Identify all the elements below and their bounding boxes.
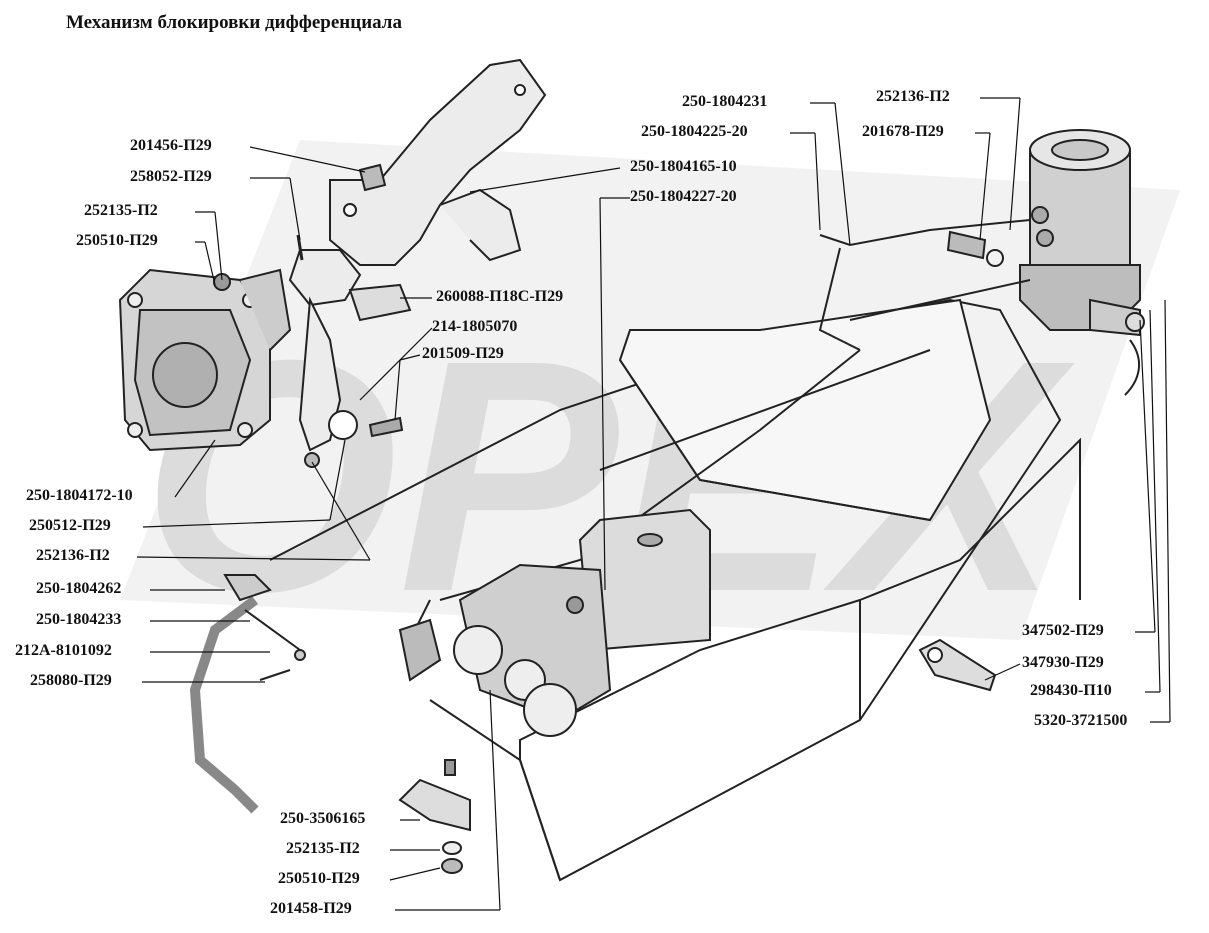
part-label-258080: 258080-П29	[30, 672, 112, 689]
part-label-258052: 258052-П29	[130, 168, 212, 185]
part-label-250-1804227-20: 250-1804227-20	[630, 188, 737, 205]
part-label-252136-b: 252136-П2	[36, 547, 110, 564]
part-label-260088: 260088-П18С-П29	[436, 288, 564, 305]
part-label-347930: 347930-П29	[1022, 654, 1104, 671]
part-label-250-1804225-20: 250-1804225-20	[641, 123, 748, 140]
lock-chamber	[118, 268, 292, 452]
part-label-250-1804233: 250-1804233	[36, 611, 122, 628]
part-label-250-1804262: 250-1804262	[36, 580, 122, 597]
part-label-252136-a: 252136-П2	[876, 88, 950, 105]
part-label-212A-8101092: 212А-8101092	[15, 642, 112, 659]
part-label-201458: 201458-П29	[270, 900, 352, 917]
panel-components	[398, 508, 711, 737]
part-label-252135-a: 252135-П2	[84, 202, 158, 219]
pedal-assembly	[288, 58, 547, 468]
part-label-201456: 201456-П29	[130, 137, 212, 154]
part-label-250-3506165: 250-3506165	[280, 810, 366, 827]
part-label-250-1804165-10: 250-1804165-10	[630, 158, 737, 175]
diagram-title: Механизм блокировки дифференциала	[66, 12, 402, 33]
part-label-298430: 298430-П10	[1030, 682, 1112, 699]
valve-assembly	[946, 129, 1145, 396]
part-label-214-1805070: 214-1805070	[432, 318, 518, 335]
part-label-250512: 250512-П29	[29, 517, 111, 534]
part-label-250-1804231: 250-1804231	[682, 93, 768, 110]
part-label-5320-3721500: 5320-3721500	[1034, 712, 1128, 729]
part-label-250510-b: 250510-П29	[278, 870, 360, 887]
part-label-201678: 201678-П29	[862, 123, 944, 140]
clamp-details	[398, 638, 997, 874]
leader-lines	[136, 97, 1171, 911]
part-label-201509: 201509-П29	[422, 345, 504, 362]
part-label-252135-b: 252135-П2	[286, 840, 360, 857]
part-label-347502: 347502-П29	[1022, 622, 1104, 639]
part-label-250510-a: 250510-П29	[76, 232, 158, 249]
part-label-250-1804172-10: 250-1804172-10	[26, 487, 133, 504]
flex-hose	[189, 574, 306, 814]
